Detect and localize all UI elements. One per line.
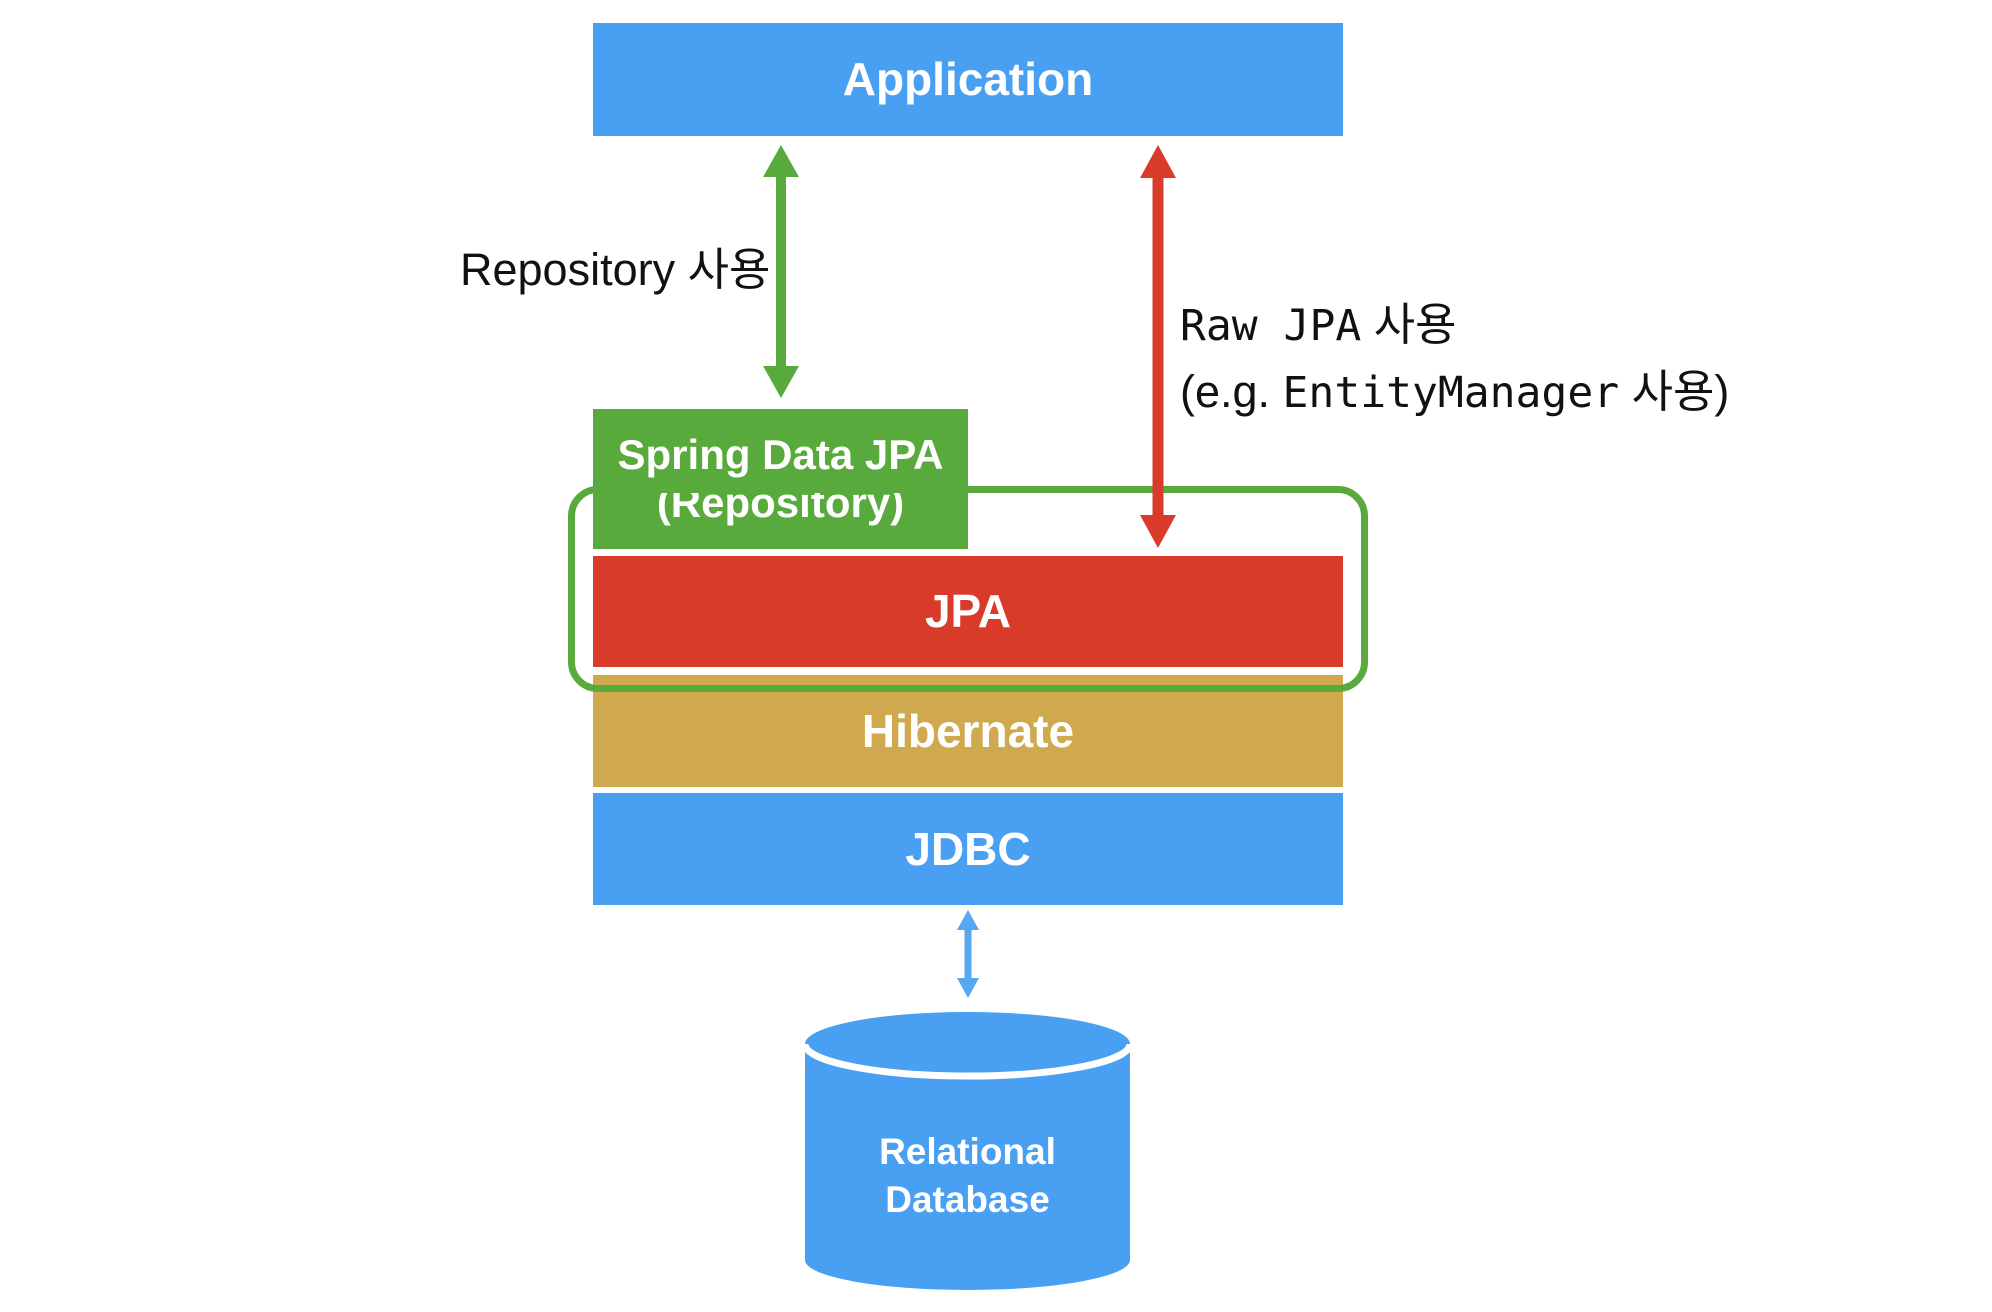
relational-database-label: Relational Database	[805, 1128, 1130, 1224]
arrow-up-icon	[957, 910, 979, 930]
entitymanager-code-text: EntityManager	[1282, 368, 1620, 418]
jpa-group-outline	[568, 486, 1368, 692]
jdbc-database-arrow-shaft	[964, 926, 972, 982]
repository-usage-arrow-shaft	[776, 171, 786, 372]
cylinder-separator-line	[805, 1043, 1130, 1080]
arrow-down-icon	[1140, 515, 1176, 548]
spring-data-jpa-box: Spring Data JPA (Repository)	[593, 409, 968, 549]
relational-database-cylinder	[805, 1012, 1130, 1290]
repository-usage-arrow	[763, 145, 799, 398]
raw-jpa-usage-line1: Raw JPA 사용	[1180, 292, 1729, 359]
raw-jpa-usage-arrow-shaft	[1152, 172, 1164, 521]
relational-database-label-line2: Database	[885, 1179, 1050, 1220]
raw-jpa-line1-rest: 사용	[1361, 299, 1457, 350]
raw-jpa-usage-line2: (e.g. EntityManager 사용)	[1180, 359, 1729, 426]
arrow-up-icon	[1140, 145, 1176, 178]
jdbc-label: JDBC	[905, 822, 1031, 875]
application-box: Application	[593, 23, 1343, 136]
jdbc-database-arrow	[957, 910, 979, 998]
jpa-label: JPA	[924, 585, 1012, 638]
repository-usage-label: Repository 사용	[460, 244, 771, 295]
application-label: Application	[842, 53, 1094, 106]
jdbc-box: JDBC	[593, 793, 1343, 905]
cylinder-body	[805, 1044, 1130, 1290]
jpa-box: JPA	[593, 556, 1343, 667]
arrow-up-icon	[763, 145, 799, 177]
raw-jpa-usage-arrow	[1140, 145, 1176, 548]
relational-database-label-line1: Relational	[879, 1131, 1056, 1172]
raw-jpa-line2-suffix: 사용)	[1619, 366, 1730, 417]
raw-jpa-line2-prefix: (e.g.	[1180, 366, 1283, 417]
cylinder-lid	[805, 1012, 1130, 1076]
raw-jpa-usage-label: Raw JPA 사용 (e.g. EntityManager 사용)	[1180, 292, 1729, 426]
arrow-down-icon	[763, 366, 799, 398]
raw-jpa-code-text: Raw JPA	[1180, 301, 1362, 351]
spring-data-jpa-label-line1: Spring Data JPA	[617, 430, 944, 478]
hibernate-label: Hibernate	[861, 704, 1075, 757]
hibernate-box: Hibernate	[593, 675, 1343, 787]
arrow-down-icon	[957, 978, 979, 998]
